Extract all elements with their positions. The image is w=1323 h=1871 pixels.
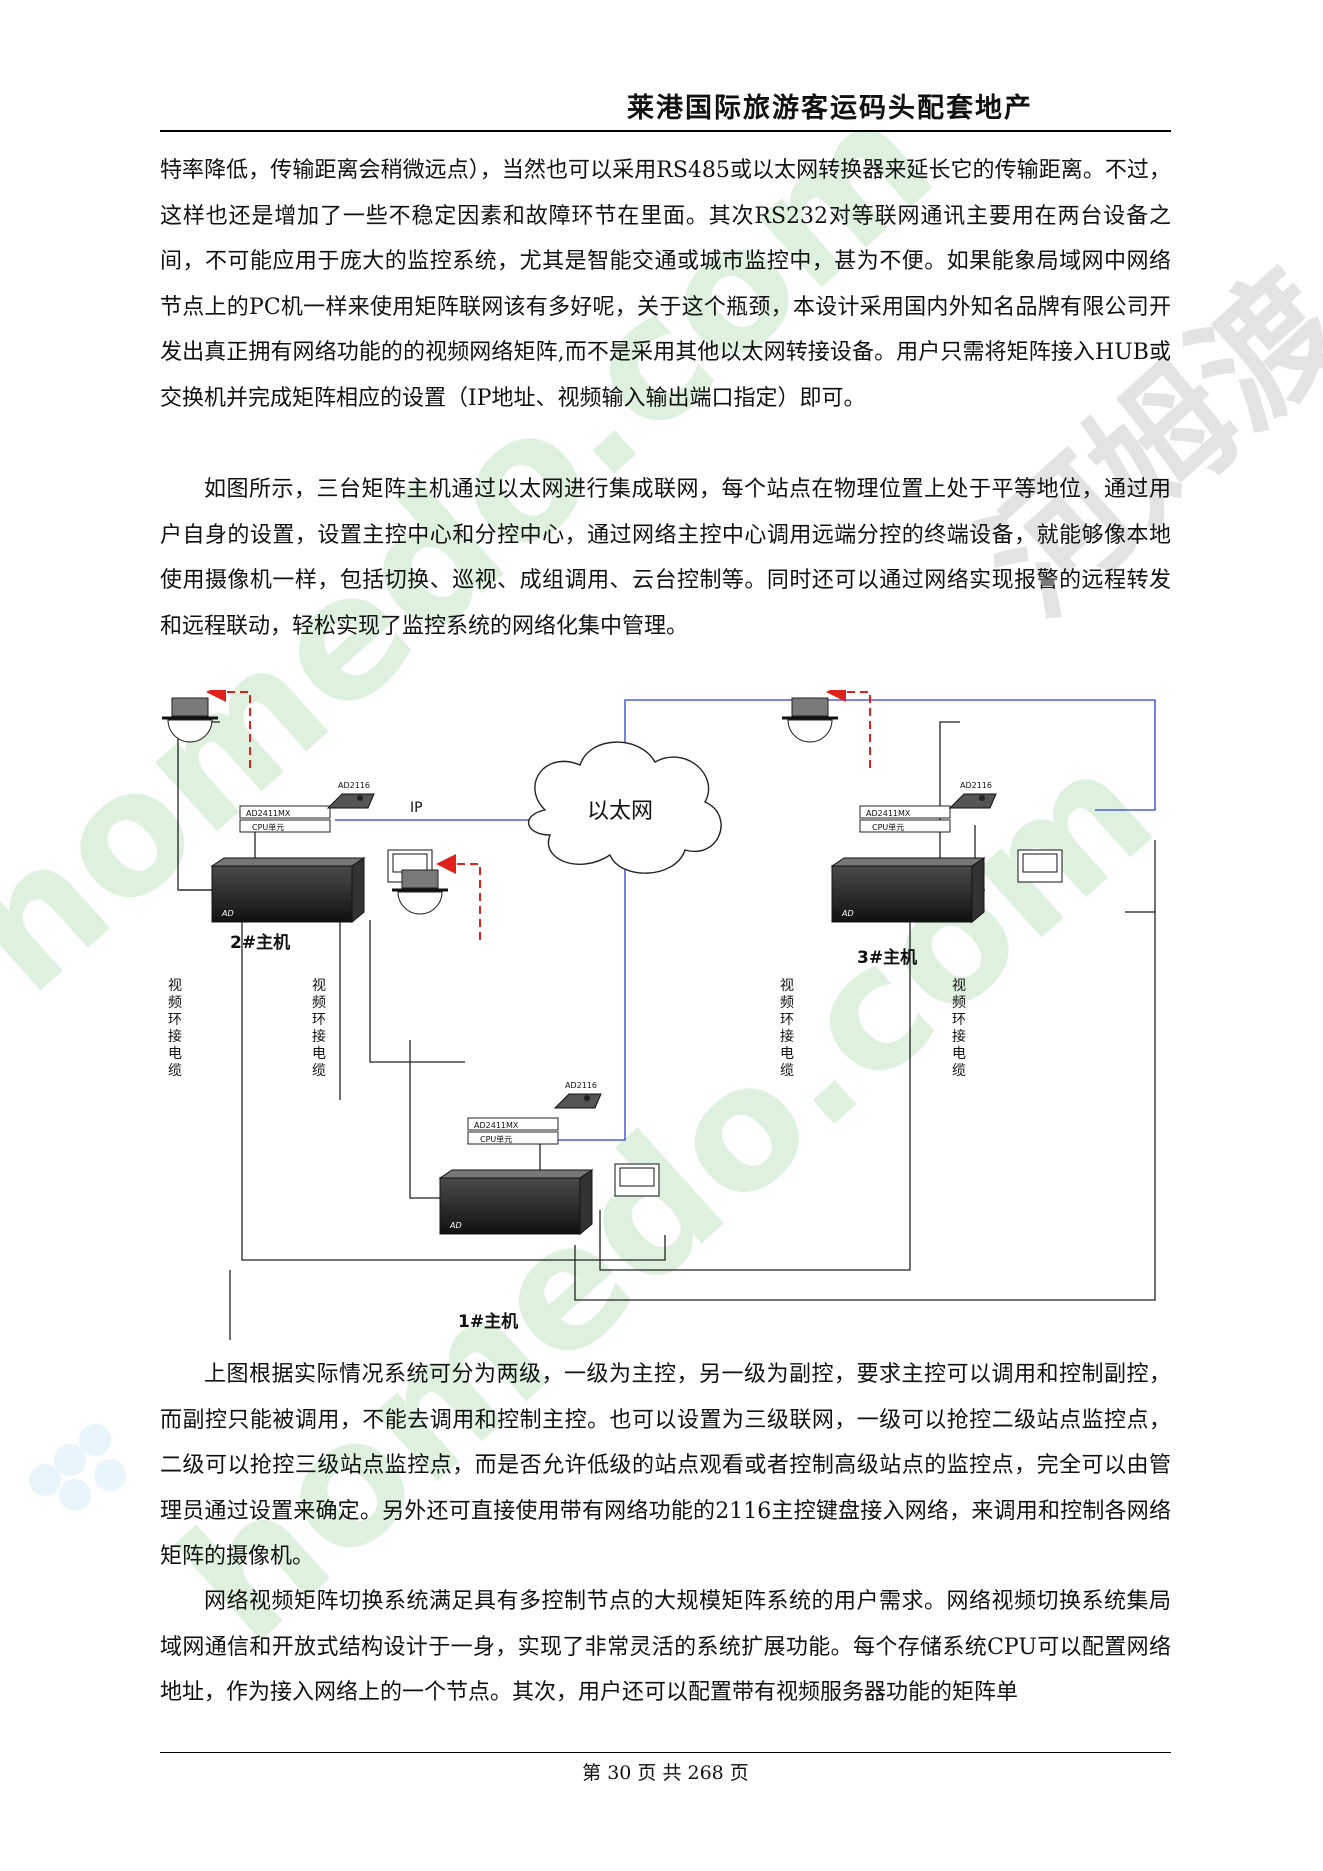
cpu-unit bbox=[859, 819, 951, 833]
cable-label-char: 视 bbox=[952, 978, 966, 994]
page-number: 第 30 页 共 268 页 bbox=[582, 1762, 749, 1784]
control-link bbox=[436, 854, 481, 940]
keyboard-icon bbox=[948, 793, 997, 809]
matrix-host-chassis bbox=[439, 1177, 581, 1235]
paragraph-4: 网络视频矩阵切换系统满足具有多控制节点的大规模矩阵系统的用户需求。网络视频切换系… bbox=[160, 1589, 1171, 1705]
cable-label-char: 缆 bbox=[168, 1063, 182, 1079]
cable-label-char: 接 bbox=[780, 1028, 794, 1045]
cable-label-char: 视 bbox=[168, 978, 182, 994]
brand-logo: AD bbox=[841, 909, 854, 918]
cable-label-char: 环 bbox=[312, 1012, 326, 1028]
joystick-icon bbox=[584, 1095, 590, 1101]
matrix-module bbox=[859, 805, 951, 819]
camera-dome bbox=[787, 719, 833, 743]
keyboard-icon bbox=[553, 1093, 602, 1109]
host1-label: 1#主机 bbox=[458, 1311, 518, 1332]
monitor-screen bbox=[392, 853, 428, 873]
keyboard-label: AD2116 bbox=[565, 1081, 597, 1090]
cable-label-char: 电 bbox=[952, 1046, 966, 1062]
chassis-top bbox=[438, 1169, 594, 1179]
cable-label-char: 电 bbox=[168, 1046, 182, 1062]
module-label: AD2411MX bbox=[246, 809, 291, 818]
ethernet-label: 以太网 bbox=[587, 799, 653, 824]
cable-label-char: 视 bbox=[780, 978, 794, 994]
cable-label-char: 缆 bbox=[780, 1063, 794, 1079]
module-label: AD2411MX bbox=[866, 809, 911, 818]
monitor-screen bbox=[619, 1167, 655, 1187]
chassis-side bbox=[971, 857, 985, 924]
cpu-label: CPU单元 bbox=[480, 1134, 512, 1144]
chassis-top bbox=[830, 857, 986, 867]
flower-logo bbox=[29, 1424, 126, 1511]
cpu-unit bbox=[467, 1131, 559, 1145]
cpu-unit bbox=[239, 819, 331, 833]
joystick-icon bbox=[979, 795, 985, 801]
cable-label-char: 频 bbox=[780, 995, 794, 1011]
camera-icon bbox=[791, 697, 829, 717]
host1-group: AD2411MX CPU单元 AD AD2116 bbox=[392, 854, 660, 1236]
cable-label-char: 环 bbox=[952, 1012, 966, 1028]
ethernet-cloud: 以太网 bbox=[527, 741, 722, 874]
cable-label-char: 接 bbox=[168, 1028, 182, 1045]
camera-icon bbox=[401, 869, 439, 889]
matrix-module bbox=[239, 805, 331, 819]
cable-label-char: 接 bbox=[952, 1028, 966, 1045]
cable-label-char: 频 bbox=[168, 995, 182, 1011]
camera-dome bbox=[167, 719, 213, 743]
keyboard-label: AD2116 bbox=[338, 781, 370, 790]
header-rule bbox=[160, 130, 1171, 132]
matrix-module bbox=[467, 1117, 559, 1131]
joystick-icon bbox=[357, 795, 363, 801]
cable-label-char: 电 bbox=[312, 1046, 326, 1062]
monitor-screen bbox=[1022, 853, 1058, 873]
control-link bbox=[206, 690, 251, 768]
host2-group: AD2411MX CPU单元 AD AD2116 bbox=[162, 690, 433, 924]
keyboard-label: AD2116 bbox=[960, 781, 992, 790]
cable-label-char: 环 bbox=[168, 1012, 182, 1028]
network-diagram: IP 以太网 AD2411MXCPU单元ADAD2116AD2411MXCPU单… bbox=[162, 690, 1156, 1340]
footer-rule bbox=[160, 1752, 1171, 1753]
cable-label-char: 缆 bbox=[952, 1063, 966, 1079]
camera-dome bbox=[397, 891, 443, 915]
cable-label-char: 环 bbox=[780, 1012, 794, 1028]
host2-label: 2#主机 bbox=[230, 932, 290, 953]
chassis-top bbox=[210, 857, 366, 867]
ip-lines bbox=[335, 699, 1156, 1141]
paragraph-3: 上图根据实际情况系统可分为两级，一级为主控，另一级为副控，要求主控可以调用和控制… bbox=[160, 1362, 1171, 1569]
cable-label-char: 频 bbox=[312, 995, 326, 1011]
control-link bbox=[826, 690, 871, 768]
host3-group: AD2411MX CPU单元 AD AD2116 bbox=[782, 690, 1063, 924]
paragraph-1: 特率降低，传输距离会稍微远点），当然也可以采用RS485或以太网转换器来延长它的… bbox=[160, 158, 1171, 411]
brand-logo: AD bbox=[221, 909, 234, 918]
cable-label-char: 频 bbox=[952, 995, 966, 1011]
ip-label: IP bbox=[410, 800, 423, 816]
cable-label-char: 视 bbox=[312, 978, 326, 994]
cable-label-char: 电 bbox=[780, 1046, 794, 1062]
header-title: 莱港国际旅游客运码头配套地产 bbox=[627, 93, 1033, 124]
keyboard-icon bbox=[326, 793, 375, 809]
matrix-host-chassis bbox=[831, 865, 973, 923]
cpu-label: CPU单元 bbox=[252, 822, 284, 832]
paragraph-2: 如图所示，三台矩阵主机通过以太网进行集成联网，每个站点在物理位置上处于平等地位，… bbox=[160, 477, 1171, 639]
brand-logo: AD bbox=[449, 1221, 462, 1230]
chassis-side bbox=[351, 857, 365, 924]
cpu-label: CPU单元 bbox=[872, 822, 904, 832]
cable-label-char: 接 bbox=[312, 1028, 326, 1045]
host3-label: 3#主机 bbox=[857, 947, 917, 968]
chassis-side bbox=[579, 1169, 593, 1236]
cable-label-char: 缆 bbox=[312, 1063, 326, 1079]
camera-icon bbox=[171, 697, 209, 717]
module-label: AD2411MX bbox=[474, 1121, 519, 1130]
